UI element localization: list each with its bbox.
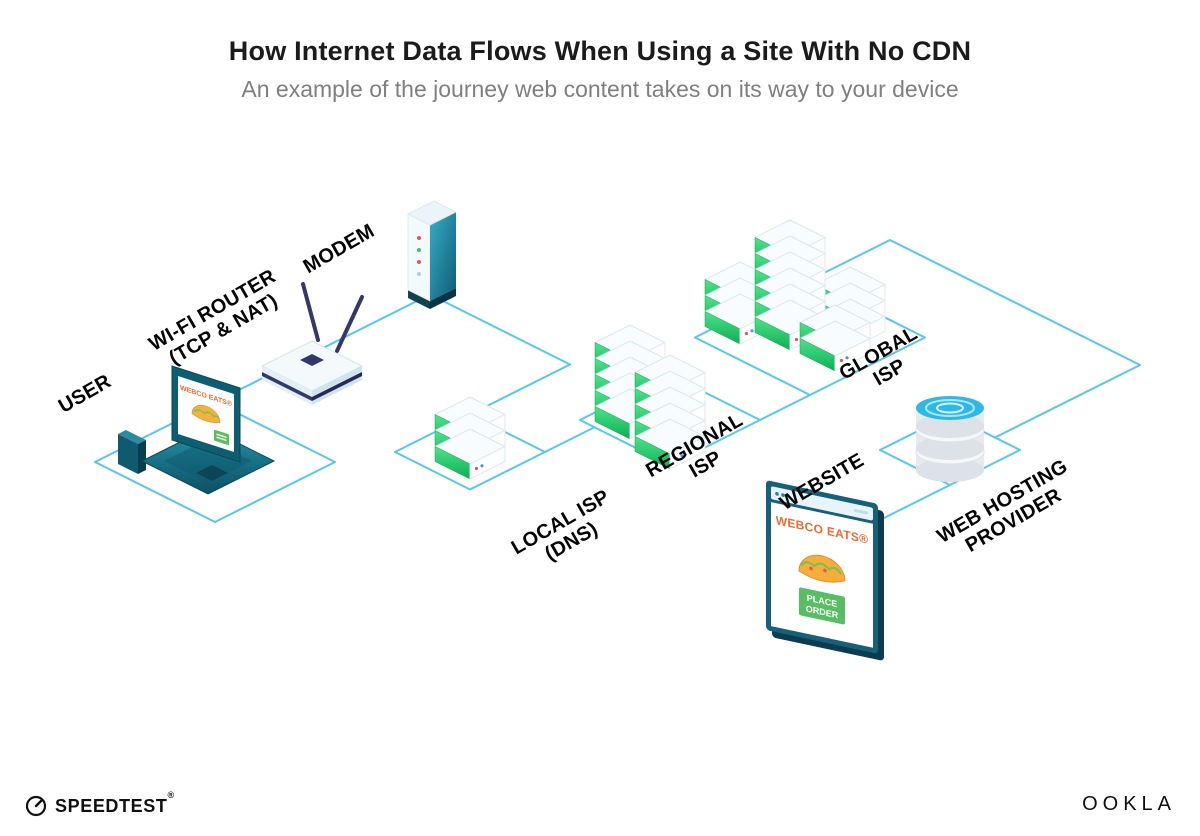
wifi-router-illustration <box>260 282 364 405</box>
speedtest-gauge-icon <box>25 795 47 817</box>
modem-illustration <box>407 200 457 309</box>
modem-led <box>417 248 421 252</box>
browser-titlebar <box>771 486 873 521</box>
header: How Internet Data Flows When Using a Sit… <box>0 36 1200 103</box>
website-window: WEBCO EATS® PLACE ORDER <box>766 480 884 661</box>
global-to-hosting-line <box>809 239 1141 439</box>
page-subtitle: An example of the journey web content ta… <box>241 76 959 102</box>
laptop-order-badge <box>214 429 229 446</box>
phone-icon <box>118 430 146 474</box>
speedtest-wordmark: SPEEDTEST® <box>55 790 175 817</box>
antenna-icon <box>301 282 320 342</box>
speedtest-trademark: ® <box>167 789 175 800</box>
antenna-icon <box>335 295 364 353</box>
modem-led <box>417 272 421 276</box>
global-isp-servers <box>704 219 886 372</box>
laptop-illustration: WEBCO EATS® <box>118 365 276 495</box>
regional-to-global-line <box>759 394 811 421</box>
modem-led <box>417 236 421 240</box>
speedtest-logo: SPEEDTEST® <box>24 790 175 818</box>
local-isp-servers <box>434 396 506 480</box>
page-title: How Internet Data Flows When Using a Sit… <box>228 36 972 66</box>
modem-led <box>417 260 421 264</box>
place-order-button <box>799 587 845 625</box>
footer: SPEEDTEST® OOKLA <box>0 790 1200 818</box>
speedtest-label: SPEEDTEST <box>55 795 168 816</box>
ookla-logo: OOKLA <box>1082 793 1176 815</box>
local-to-regional-line <box>544 426 596 453</box>
taco-icon <box>798 554 846 583</box>
web-hosting-database <box>915 396 985 482</box>
